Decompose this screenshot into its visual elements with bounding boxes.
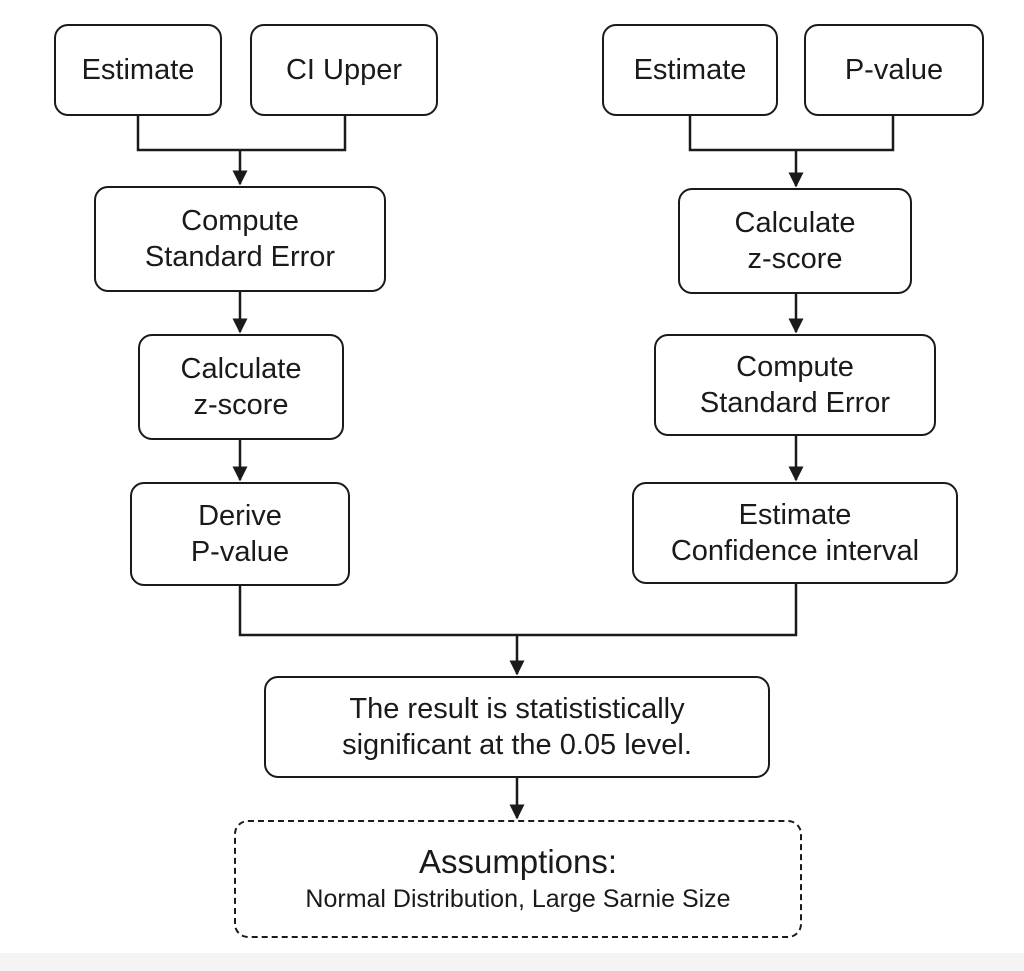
right-estimate-label: Estimate: [633, 54, 747, 86]
right-estimate-confidence-interval-box: Estimate Confidence interval: [632, 482, 958, 584]
result-line1: The result is statististically: [349, 693, 685, 725]
right-step3-line2: Confidence interval: [670, 535, 920, 567]
right-step2-line2: Standard Error: [699, 387, 891, 419]
left-step1-line1: Compute: [181, 205, 299, 237]
right-step2-line1: Compute: [736, 351, 854, 383]
left-derive-p-value-box: Derive P-value: [130, 482, 350, 586]
left-step3-line2: P-value: [190, 536, 290, 568]
bottom-edge-strip: [0, 953, 1024, 971]
left-inputs-connector: [136, 116, 347, 184]
left-step2-line1: Calculate: [180, 353, 302, 385]
left-ci-upper-label: CI Upper: [285, 54, 403, 86]
left-step1-line2: Standard Error: [144, 241, 336, 273]
left-ci-upper-box: CI Upper: [250, 24, 438, 116]
left-estimate-label: Estimate: [81, 54, 195, 86]
right-step1-line1: Calculate: [734, 207, 856, 239]
right-step3-line1: Estimate: [738, 499, 852, 531]
right-estimate-box: Estimate: [602, 24, 778, 116]
right-inputs-connector: [688, 116, 895, 186]
right-calculate-z-score-box: Calculate z-score: [678, 188, 912, 294]
merge-to-result-connector: [238, 584, 798, 674]
left-compute-standard-error-box: Compute Standard Error: [94, 186, 386, 292]
left-calculate-z-score-box: Calculate z-score: [138, 334, 344, 440]
left-step3-line1: Derive: [198, 500, 282, 532]
result-box: The result is statististically significa…: [264, 676, 770, 778]
assumptions-box: Assumptions: Normal Distribution, Large …: [234, 820, 802, 938]
right-p-value-label: P-value: [844, 54, 944, 86]
left-step2-line2: z-score: [193, 389, 289, 421]
right-compute-standard-error-box: Compute Standard Error: [654, 334, 936, 436]
result-line2: significant at the 0.05 level.: [342, 729, 692, 761]
assumptions-detail: Normal Distribution, Large Sarnie Size: [305, 885, 731, 913]
assumptions-title: Assumptions:: [418, 843, 618, 880]
right-step1-line2: z-score: [747, 243, 843, 275]
right-p-value-box: P-value: [804, 24, 984, 116]
left-estimate-box: Estimate: [54, 24, 222, 116]
